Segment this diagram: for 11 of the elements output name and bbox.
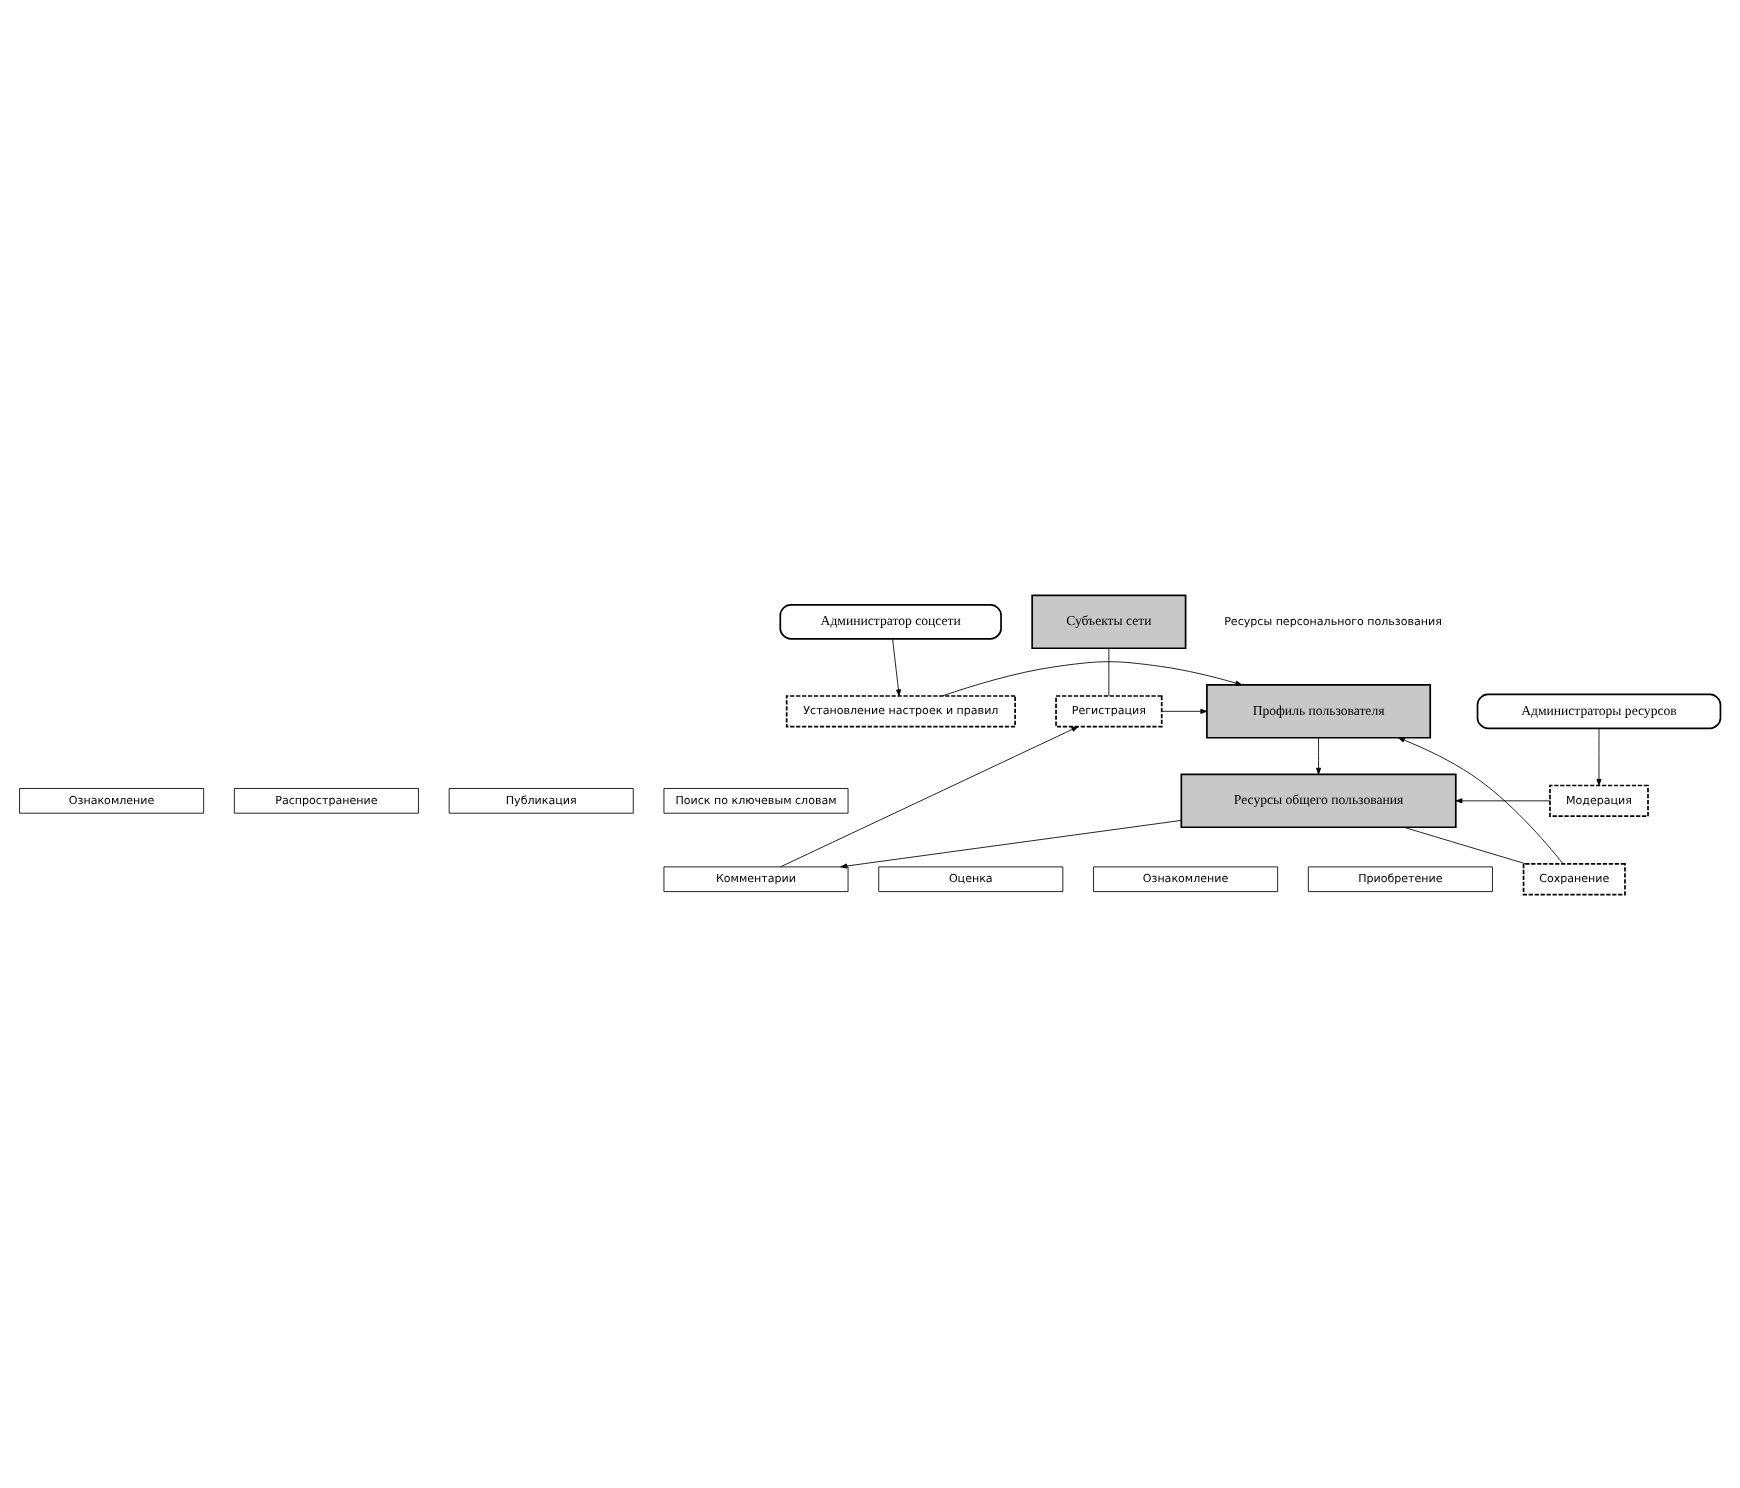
arrow: [840, 818, 1182, 868]
arrow: [780, 725, 1079, 867]
arrow: [1455, 797, 1551, 803]
arrow: [941, 660, 1243, 696]
arrow: [1161, 707, 1208, 713]
connector: [1403, 825, 1527, 864]
arrow: [1398, 736, 1564, 864]
arrow: [1316, 736, 1322, 774]
connector: [1108, 646, 1110, 696]
arrow: [892, 637, 901, 696]
arrow: [1596, 727, 1602, 785]
